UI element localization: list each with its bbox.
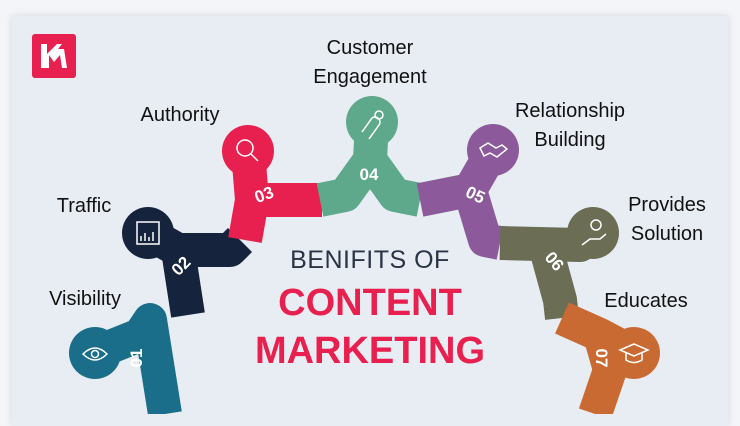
node-04 [346,96,398,148]
label-authority: Authority [140,104,220,126]
band-07b [578,330,627,414]
node-03 [222,125,274,177]
magnifier-chart-icon [236,139,259,162]
graduation-cap-icon [618,343,650,364]
step-number-07: 07 [592,349,611,368]
steps-diagram: 01 02 03 04 05 06 07 [69,96,660,414]
band-04b [356,150,424,217]
eye-icon [81,347,109,361]
analytics-chart-icon [136,221,160,245]
title-line-3: MARKETING [254,330,486,372]
node-05 [467,124,519,176]
magnet-icon [361,110,384,140]
label-provides-solution: Provides Solution [628,194,706,245]
node-06 [567,207,619,259]
band-05b [453,185,504,260]
step-number-01: 01 [127,349,146,368]
node-01 [69,327,121,379]
title-line-2: CONTENT [278,282,462,324]
handshake-icon [479,142,509,158]
label-traffic: Traffic [56,195,112,217]
lightbulb-hand-icon [581,219,607,246]
label-relationship-building: Relationship Building [514,100,626,151]
brand-logo [32,34,76,78]
label-educates: Educates [604,290,688,312]
node-07 [608,327,660,379]
km-logo-icon [41,44,67,68]
node-02 [122,207,174,259]
band-02b [180,227,253,267]
band-06b [528,240,579,320]
title-line-1: BENIFITS OF [290,246,450,274]
label-customer-engagement: Customer Engagement [313,37,427,88]
label-visibility: Visibility [49,288,121,310]
step-number-04: 04 [360,165,379,184]
